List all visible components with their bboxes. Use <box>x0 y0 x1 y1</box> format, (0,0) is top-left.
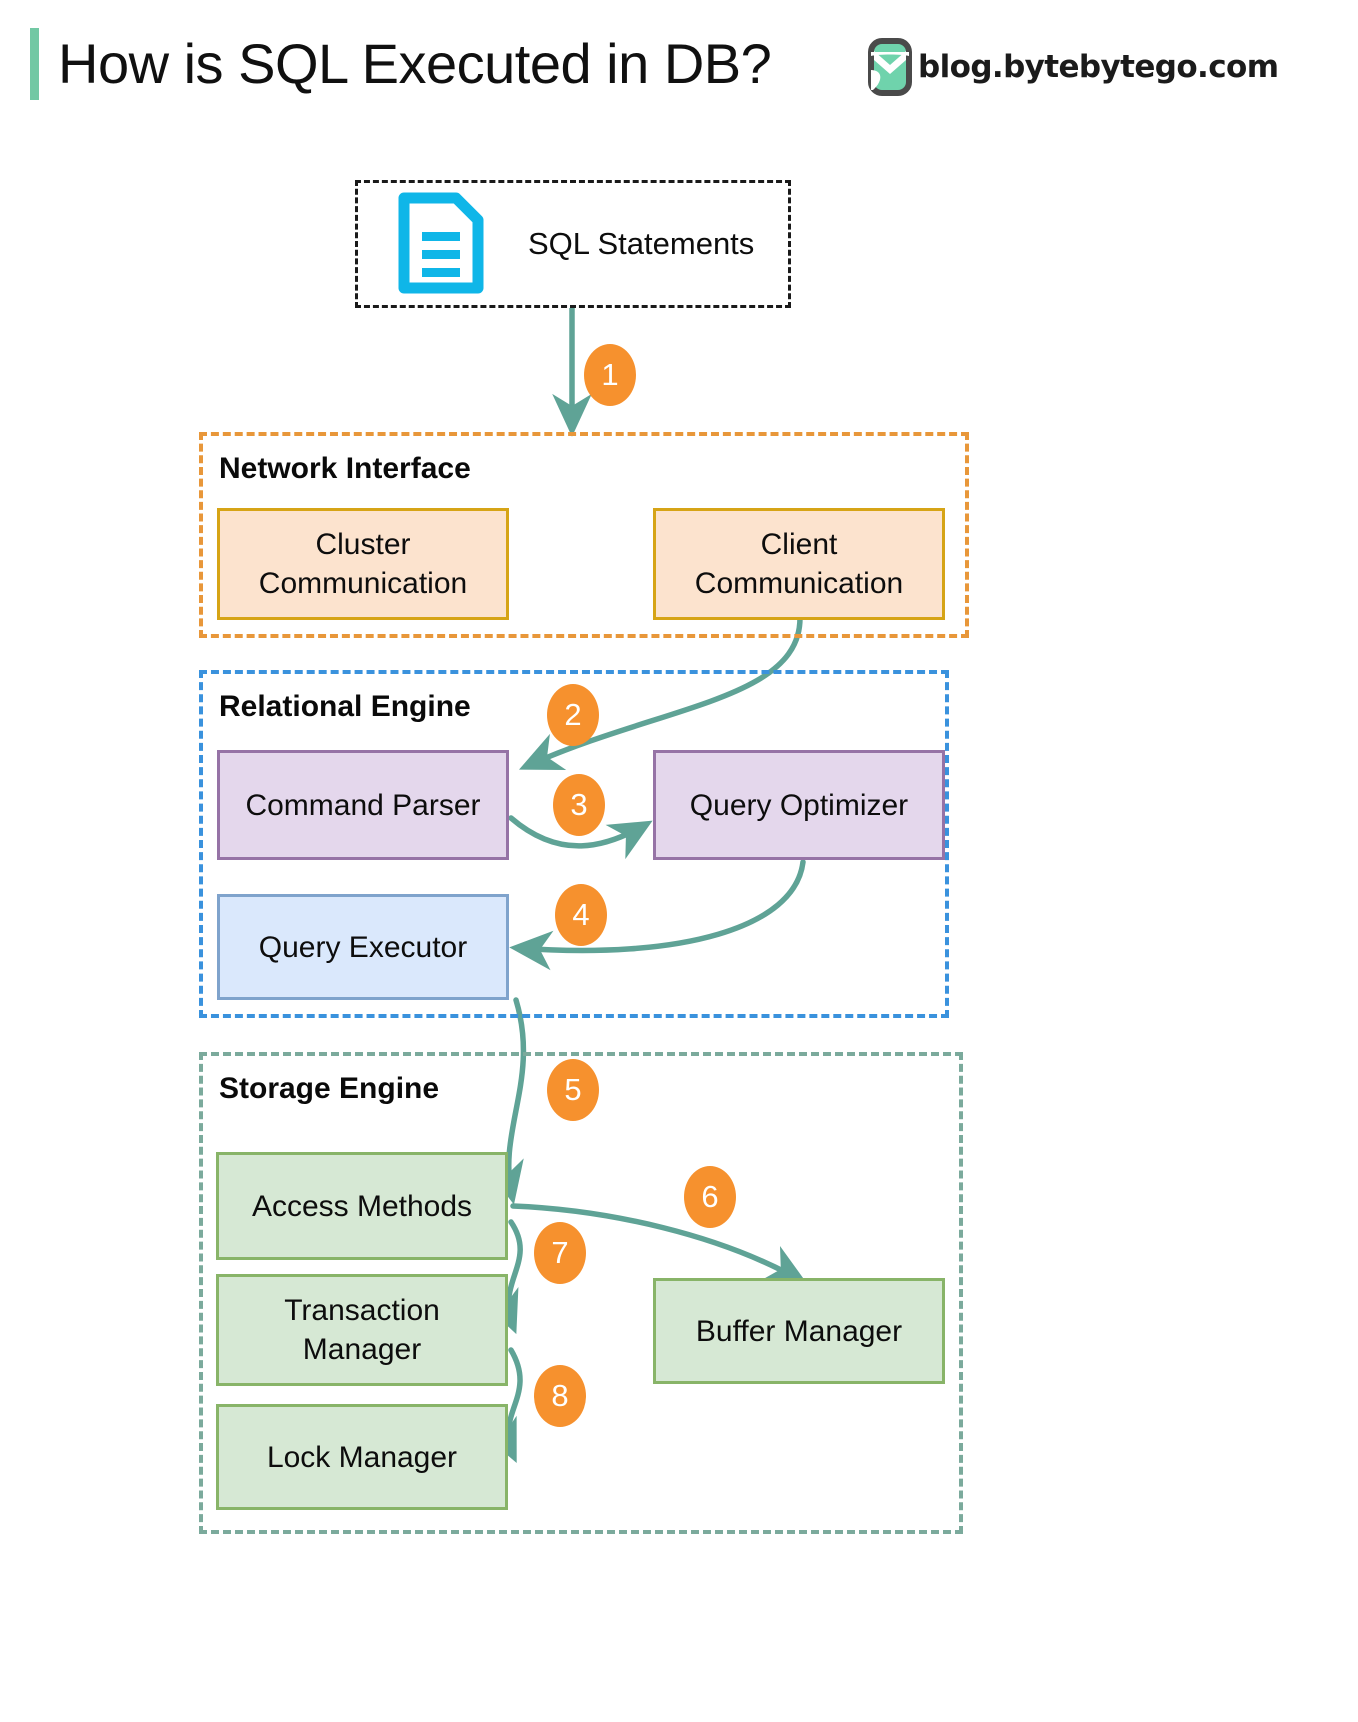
brand-text: blog.bytebytego.com <box>918 49 1279 85</box>
node-client-communication[interactable]: Client Communication <box>653 508 945 620</box>
node-query-executor[interactable]: Query Executor <box>217 894 509 1000</box>
node-label-query-optimizer: Query Optimizer <box>689 788 909 822</box>
node-label-client-communication: Client Communication <box>694 528 904 600</box>
node-label-cluster-communication: Cluster Communication <box>258 528 468 600</box>
node-cluster-communication[interactable]: Cluster Communication <box>217 508 509 620</box>
node-label-lock-manager: Lock Manager <box>266 1440 458 1474</box>
node-transaction-manager[interactable]: Transaction Manager <box>216 1274 508 1386</box>
node-label-buffer-manager: Buffer Manager <box>695 1314 903 1348</box>
group-network-interface <box>199 432 969 638</box>
node-buffer-manager[interactable]: Buffer Manager <box>653 1278 945 1384</box>
step-badge-5: 5 <box>547 1059 599 1121</box>
step-badge-4: 4 <box>555 884 607 946</box>
bytebytego-logo-icon <box>868 38 912 96</box>
node-lock-manager[interactable]: Lock Manager <box>216 1404 508 1510</box>
step-badge-7: 7 <box>534 1222 586 1284</box>
node-label-access-methods: Access Methods <box>251 1189 473 1223</box>
node-access-methods[interactable]: Access Methods <box>216 1152 508 1260</box>
node-label-transaction-manager: Transaction Manager <box>284 1294 440 1366</box>
group-relational-engine <box>199 670 949 1018</box>
group-label-storage-engine: Storage Engine <box>219 1072 440 1105</box>
page-title: How is SQL Executed in DB? <box>58 32 772 95</box>
node-label-query-executor: Query Executor <box>258 930 468 964</box>
title-accent-bar <box>30 28 39 100</box>
sql-statements-box: SQL Statements <box>355 180 791 308</box>
node-query-optimizer[interactable]: Query Optimizer <box>653 750 945 860</box>
step-badge-1: 1 <box>584 344 636 406</box>
step-badge-3: 3 <box>553 774 605 836</box>
sql-statements-label: SQL Statements <box>528 226 755 261</box>
step-badge-8: 8 <box>534 1365 586 1427</box>
group-label-network-interface: Network Interface <box>219 452 471 485</box>
step-badge-2: 2 <box>547 684 599 746</box>
document-icon <box>398 192 484 294</box>
node-label-command-parser: Command Parser <box>245 788 481 822</box>
node-command-parser[interactable]: Command Parser <box>217 750 509 860</box>
page-header: How is SQL Executed in DB? blog.bytebyte… <box>0 0 1358 120</box>
group-storage-engine <box>199 1052 963 1534</box>
brand-watermark: blog.bytebytego.com <box>868 38 1279 96</box>
step-badge-6: 6 <box>684 1166 736 1228</box>
group-label-relational-engine: Relational Engine <box>219 690 471 723</box>
